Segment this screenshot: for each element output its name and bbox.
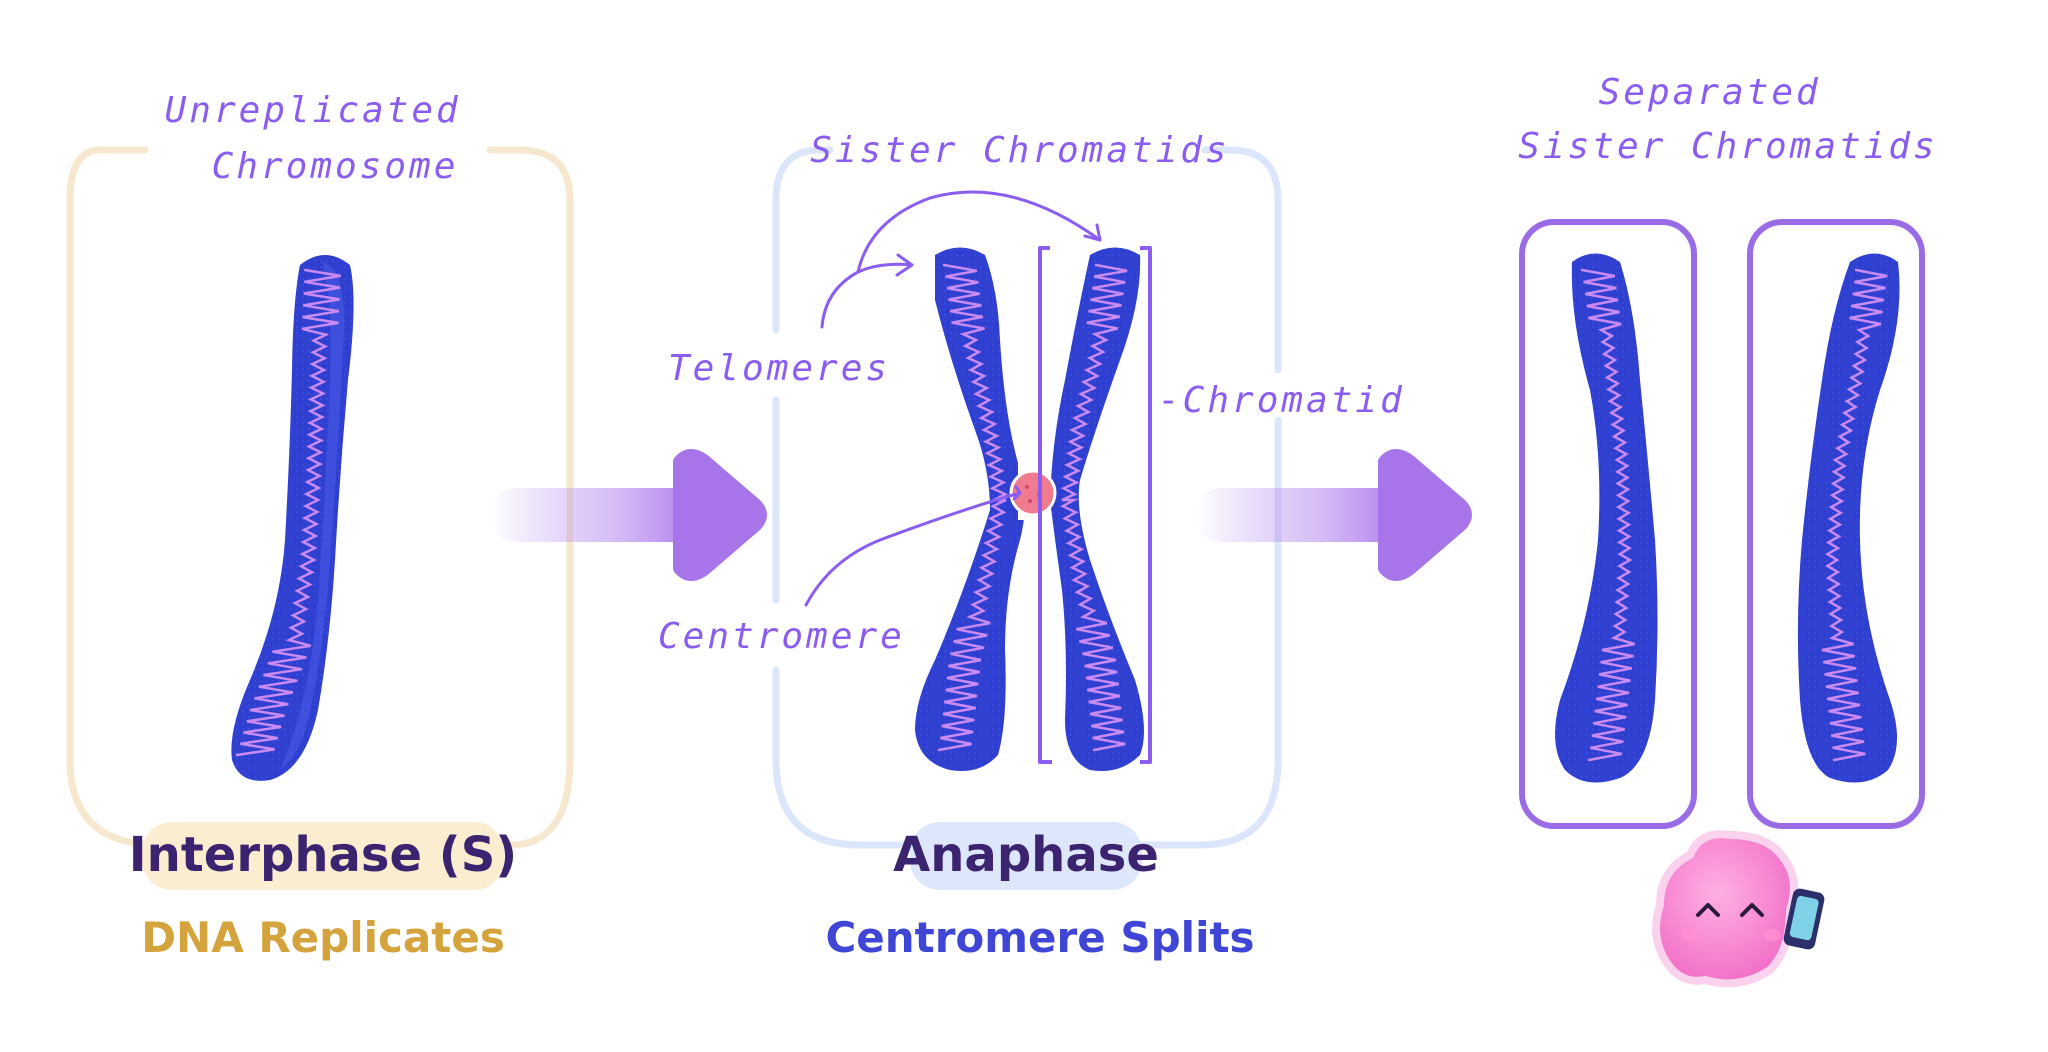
svg-text:Separated Sister Chromat: Separated Sister Chromatids <box>1518 72 1937 167</box>
dna-strand <box>1060 263 1128 752</box>
separated-frame-right <box>1747 219 1925 829</box>
separated-frame-left <box>1519 219 1697 829</box>
centromere-pointer <box>804 491 1022 607</box>
telomere-arrowhead-2 <box>1083 223 1102 242</box>
interphase-badge <box>142 822 504 890</box>
anaphase-frame <box>772 146 1282 849</box>
interphase-frame <box>66 146 574 849</box>
telomere-arrowhead-1 <box>895 253 914 277</box>
chromatid-bracket <box>1038 246 1152 764</box>
anaphase-subtitle: Centromere Splits <box>825 913 1254 962</box>
dna-strand <box>1821 268 1888 762</box>
separated-chromatid-left <box>1555 253 1658 783</box>
centromere-pointer-tick <box>1012 485 1022 501</box>
left-chromatid <box>915 247 1025 771</box>
blob-mascot-icon <box>1652 830 1798 988</box>
chromosome-highlight <box>280 262 345 770</box>
svg-text:Unreplicated Chromosome: Unreplicated Chromosome <box>165 90 486 187</box>
unreplicated-chromosome <box>231 255 354 781</box>
chromatid-label: -Chromatid <box>1158 380 1405 421</box>
anaphase-badge <box>910 822 1142 890</box>
interphase-title-line-1: Unreplicated <box>165 90 461 131</box>
anaphase-panel: Sister Chromatids <box>658 130 1405 962</box>
interphase-phase-label: Interphase (S) <box>129 827 517 883</box>
interphase-title-line-2: Chromosome <box>212 146 459 187</box>
interphase-subtitle: DNA Replicates <box>141 913 505 962</box>
separated-title-line-1: Separated <box>1599 72 1821 113</box>
separated-chromatid-right <box>1797 253 1900 783</box>
separated-title-line-2: Sister Chromatids <box>1518 126 1937 167</box>
dna-strand <box>1580 268 1635 762</box>
separated-panel: Separated Sister Chromatids <box>1518 72 1937 988</box>
right-chromatid <box>1050 247 1144 771</box>
phone-icon <box>1783 888 1825 950</box>
chromosome-texture <box>231 255 354 781</box>
interphase-panel: Unreplicated Chromosome Interphase (S) D… <box>66 90 574 962</box>
anaphase-title: Sister Chromatids <box>810 130 1229 171</box>
anaphase-phase-label: Anaphase <box>893 827 1159 883</box>
right-arrow-icon <box>1195 449 1472 581</box>
dna-strand <box>937 263 1009 752</box>
dna-strand <box>235 268 341 757</box>
telomere-pointer <box>820 190 1102 329</box>
right-arrow-icon <box>490 449 767 581</box>
centromere-label: Centromere <box>658 616 905 657</box>
centromere-dot <box>1009 420 1057 520</box>
telomeres-label: Telomeres <box>668 348 890 389</box>
